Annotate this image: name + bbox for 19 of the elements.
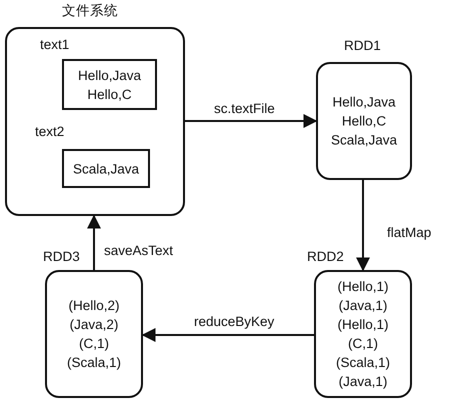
item-list: (Hello,1) (Java,1) (Hello,1) (C,1) (Scala,1) (Java,1) (326, 277, 400, 391)
arrow (356, 180, 370, 272)
box-heading: RDD1 (344, 38, 381, 53)
arrow (185, 114, 318, 128)
item-list: Hello,Java Hello,C (72, 66, 146, 104)
box-heading: text1 (40, 37, 70, 52)
edge-label: reduceByKey (192, 314, 276, 329)
edge-label: flatMap (385, 225, 434, 240)
edge-label: sc.textFile (212, 101, 277, 116)
item-list: Hello,Java Hello,C Scala,Java (327, 92, 401, 150)
box-heading: text2 (35, 124, 64, 139)
arrow (142, 328, 314, 342)
box-heading: 文件系统 (62, 2, 118, 20)
item-list: Scala,Java (69, 159, 143, 178)
item-list: (Hello,2) (Java,2) (C,1) (Scala,1) (57, 296, 131, 372)
box-heading: RDD2 (307, 249, 344, 264)
box-heading: RDD3 (43, 249, 80, 264)
edge-label: saveAsText (102, 243, 176, 258)
arrow (87, 214, 101, 270)
